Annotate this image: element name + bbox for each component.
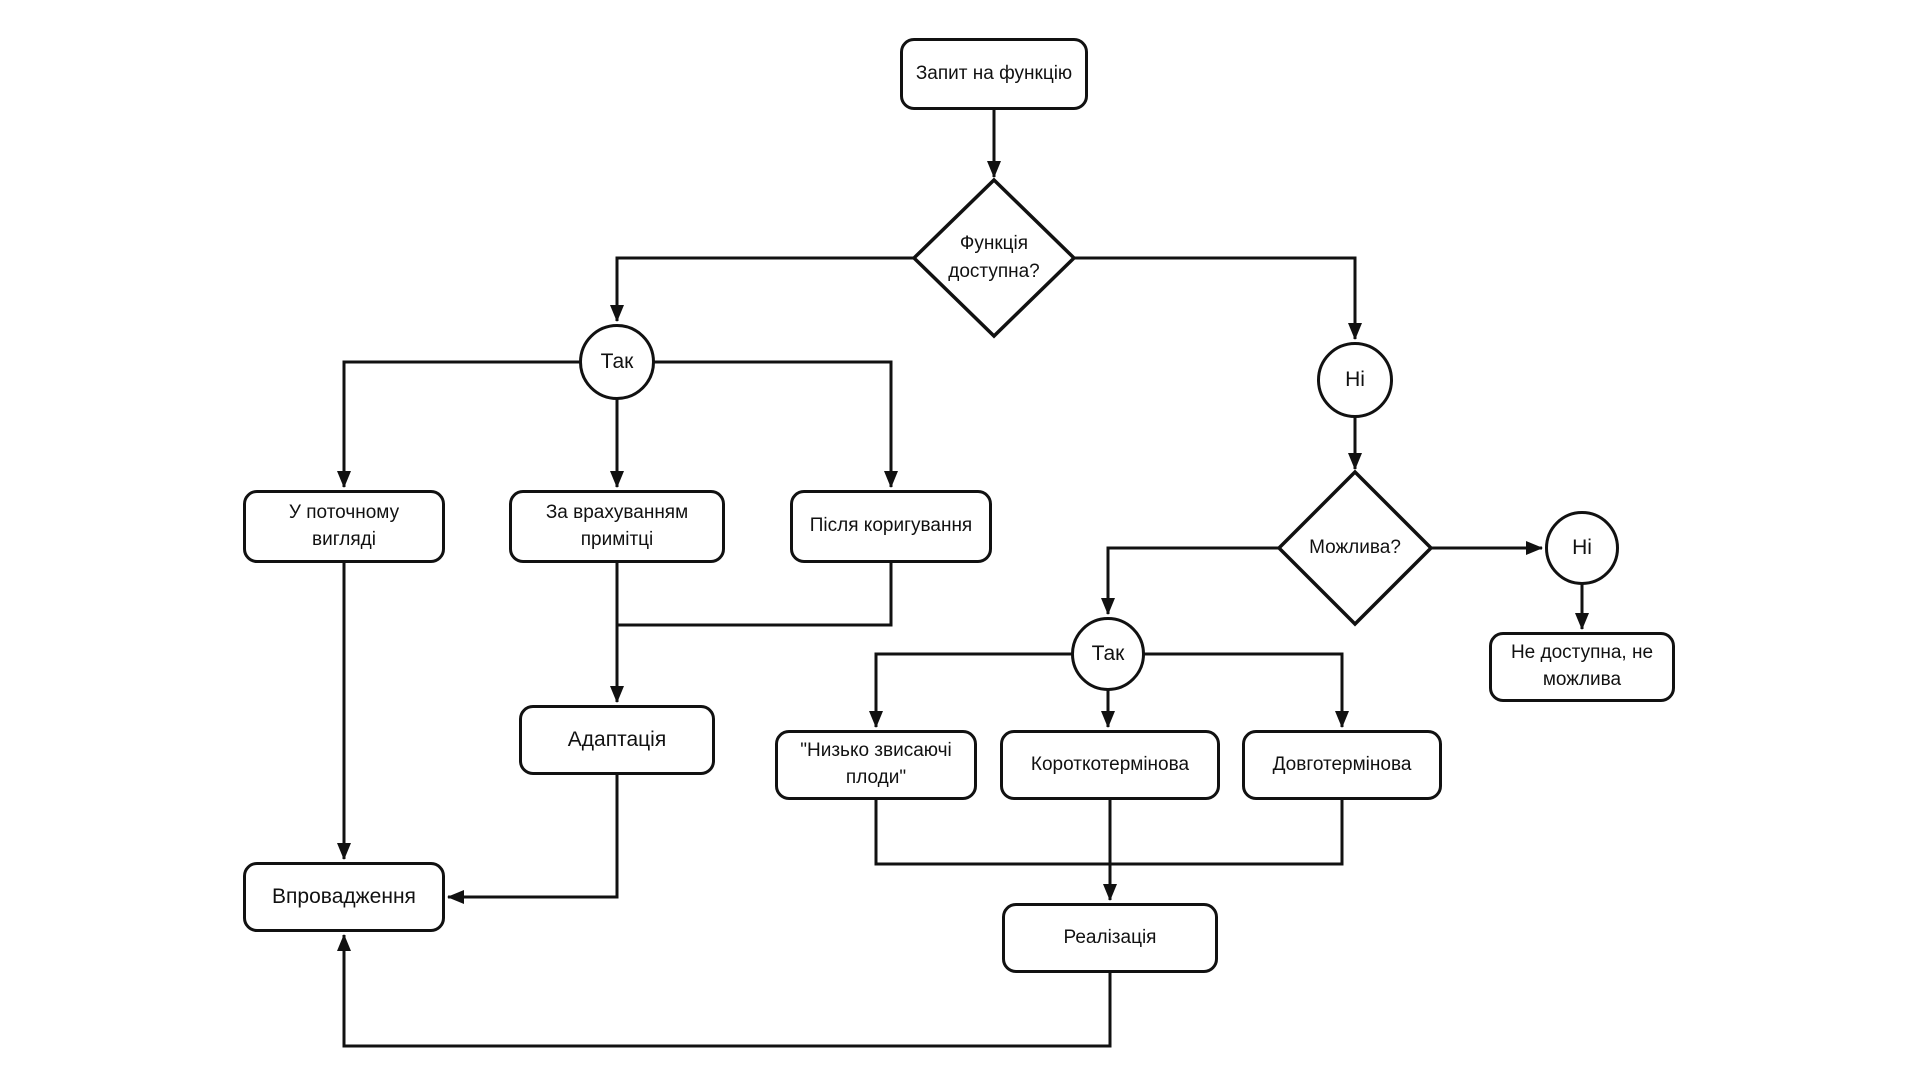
- node-long-term: Довготермінова: [1242, 730, 1442, 800]
- node-current-form: У поточному вигляді: [243, 490, 445, 563]
- edge-adaptation-to-implementation: [447, 775, 619, 904]
- edge-realization-to-implementation: [337, 934, 1112, 1048]
- node-not-available: Не доступна, не можлива: [1489, 632, 1675, 702]
- node-start: Запит на функцію: [900, 38, 1088, 110]
- edge-possible-to-yes2: [1101, 546, 1279, 615]
- edge-decision-to-yes1: [610, 256, 916, 322]
- decision-function-available-diamond: [911, 177, 1077, 339]
- node-no2-circle: Ні: [1545, 511, 1619, 585]
- node-after-adjustment: Після коригування: [790, 490, 992, 563]
- edge-yes2-to-long-term: [1108, 652, 1349, 728]
- edge-after-adjustment-join: [617, 563, 893, 627]
- node-yes1-circle: Так: [579, 324, 655, 400]
- node-adaptation: Адаптація: [519, 705, 715, 775]
- node-with-note: За врахуванням примітці: [509, 490, 725, 563]
- node-no1-circle: Ні: [1317, 342, 1393, 418]
- edge-long-term-join: [1110, 800, 1344, 866]
- decision-possible-diamond: [1276, 469, 1434, 627]
- node-low-hanging-fruit: "Низько звисаючі плоди": [775, 730, 977, 800]
- edge-yes2-to-low-hanging-fruit: [869, 652, 1108, 728]
- node-short-term: Короткотермінова: [1000, 730, 1220, 800]
- edge-yes1-to-after-adjustment: [617, 360, 898, 488]
- node-realization: Реалізація: [1002, 903, 1218, 973]
- node-yes2-circle: Так: [1071, 617, 1145, 691]
- node-implementation: Впровадження: [243, 862, 445, 932]
- edge-yes1-to-current-form: [337, 360, 617, 488]
- edge-low-hanging-fruit-join: [874, 800, 1110, 866]
- edge-decision-to-no1: [1072, 256, 1362, 340]
